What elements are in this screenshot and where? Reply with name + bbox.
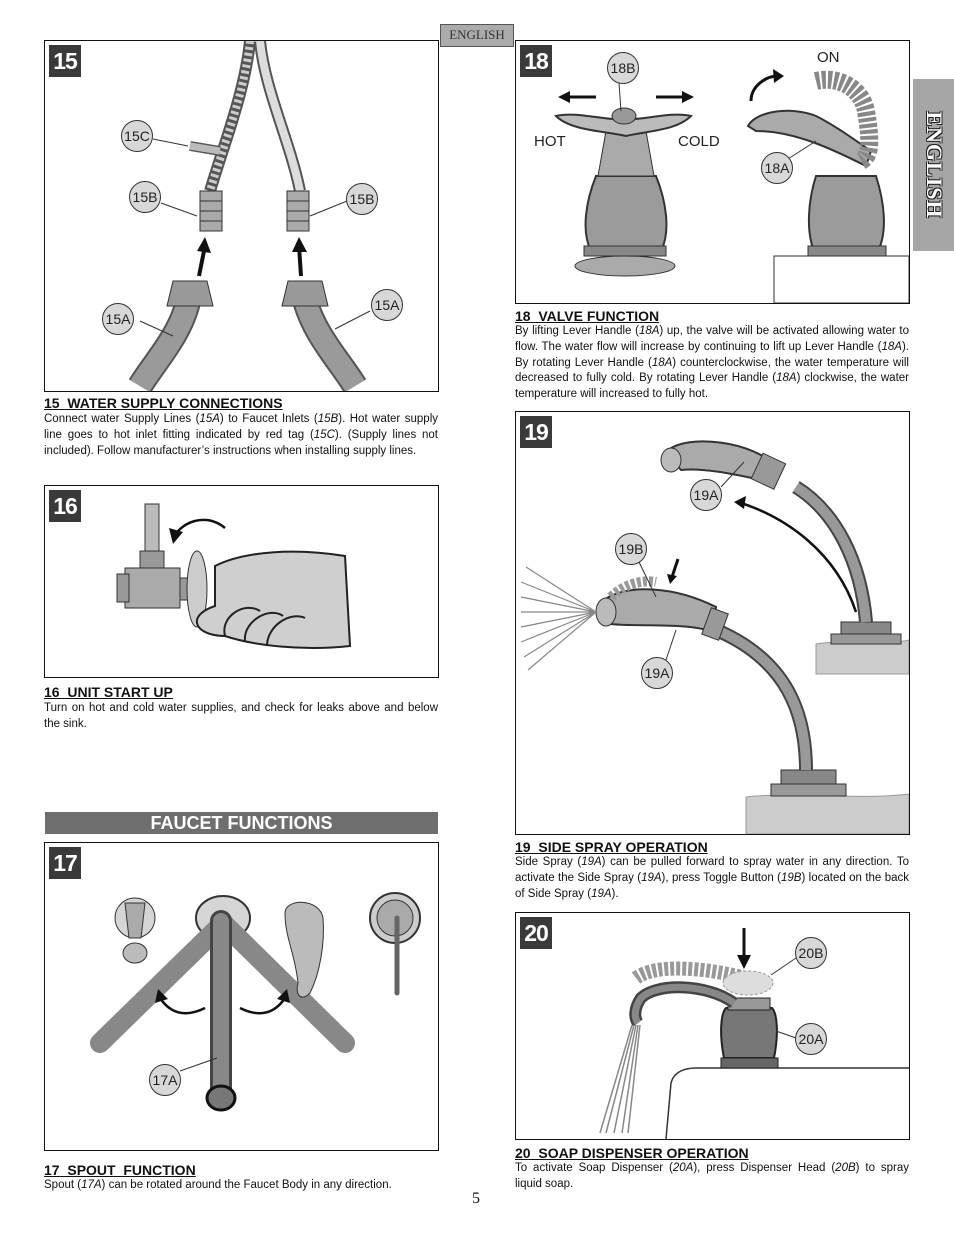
callout-19a-bottom: 19A — [641, 657, 673, 689]
figure-16-unit-start-up: 16 — [44, 485, 439, 678]
step-15-text: Connect water Supply Lines (15A) to Fauc… — [44, 413, 438, 457]
step-19-text: Side Spray (19A) can be pulled forward t… — [515, 856, 910, 900]
step-20-badge: 20 — [520, 917, 552, 949]
callout-20a: 20A — [795, 1023, 827, 1055]
figure-17-illustration — [90, 892, 421, 1112]
step-18-heading: 18 VALVE FUNCTION — [515, 308, 660, 324]
figure-16-illustration — [116, 503, 352, 649]
language-tab: ENGLISH — [440, 24, 514, 47]
figure-20-soap-dispenser: 20 20B 20A — [515, 912, 910, 1140]
callout-15b-left: 15B — [129, 181, 161, 213]
figure-17-spout-function: 17 17A — [44, 842, 439, 1151]
callout-15a-right: 15A — [371, 289, 403, 321]
figure-19-side-spray: 19 19A 19B 19A — [515, 411, 910, 835]
callout-17a: 17A — [149, 1064, 181, 1096]
callout-15c: 15C — [121, 120, 153, 152]
figure-20-illustration — [599, 928, 909, 1139]
callout-19b: 19B — [615, 533, 647, 565]
step-17-heading: 17 SPOUT FUNCTION — [44, 1162, 196, 1178]
figure-15-water-supply: 15 15C 15B 15B 15A 15A — [44, 40, 439, 392]
callout-18b: 18B — [607, 52, 639, 84]
step-18-text: By lifting Lever Handle (18A) up, the va… — [515, 325, 909, 401]
side-language-tab: ENGLISH — [913, 79, 954, 251]
step-19-heading: 19 SIDE SPRAY OPERATION — [515, 839, 708, 855]
callout-15a-left: 15A — [102, 303, 134, 335]
step-16-text: Turn on hot and cold water supplies, and… — [44, 702, 438, 730]
step-18-badge: 18 — [520, 45, 552, 77]
figure-18-valve-function: 18 18B 18A HOT COLD ON — [515, 40, 910, 304]
step-15-heading: 15 WATER SUPPLY CONNECTIONS — [44, 395, 283, 411]
label-cold: COLD — [678, 133, 720, 150]
faucet-functions-banner: FAUCET FUNCTIONS — [45, 812, 438, 834]
callout-20b: 20B — [795, 937, 827, 969]
figure-18-illustration — [554, 69, 909, 303]
figure-15-illustration — [128, 41, 371, 391]
step-16-heading: 16 UNIT START UP — [44, 684, 173, 700]
figure-19-illustration — [520, 440, 909, 834]
step-15-badge: 15 — [49, 45, 81, 77]
callout-15b-right: 15B — [346, 183, 378, 215]
step-16-badge: 16 — [49, 490, 81, 522]
step-19-badge: 19 — [520, 416, 552, 448]
label-on: ON — [817, 49, 840, 66]
step-17-text: Spout (17A) can be rotated around the Fa… — [44, 1179, 392, 1191]
page-number: 5 — [472, 1190, 480, 1207]
side-language-tab-label: ENGLISH — [921, 111, 947, 219]
callout-19a-top: 19A — [690, 479, 722, 511]
step-20-text: To activate Soap Dispenser (20A), press … — [515, 1162, 909, 1190]
label-hot: HOT — [534, 133, 566, 150]
step-20-heading: 20 SOAP DISPENSER OPERATION — [515, 1145, 749, 1161]
callout-18a: 18A — [761, 152, 793, 184]
step-17-badge: 17 — [49, 847, 81, 879]
